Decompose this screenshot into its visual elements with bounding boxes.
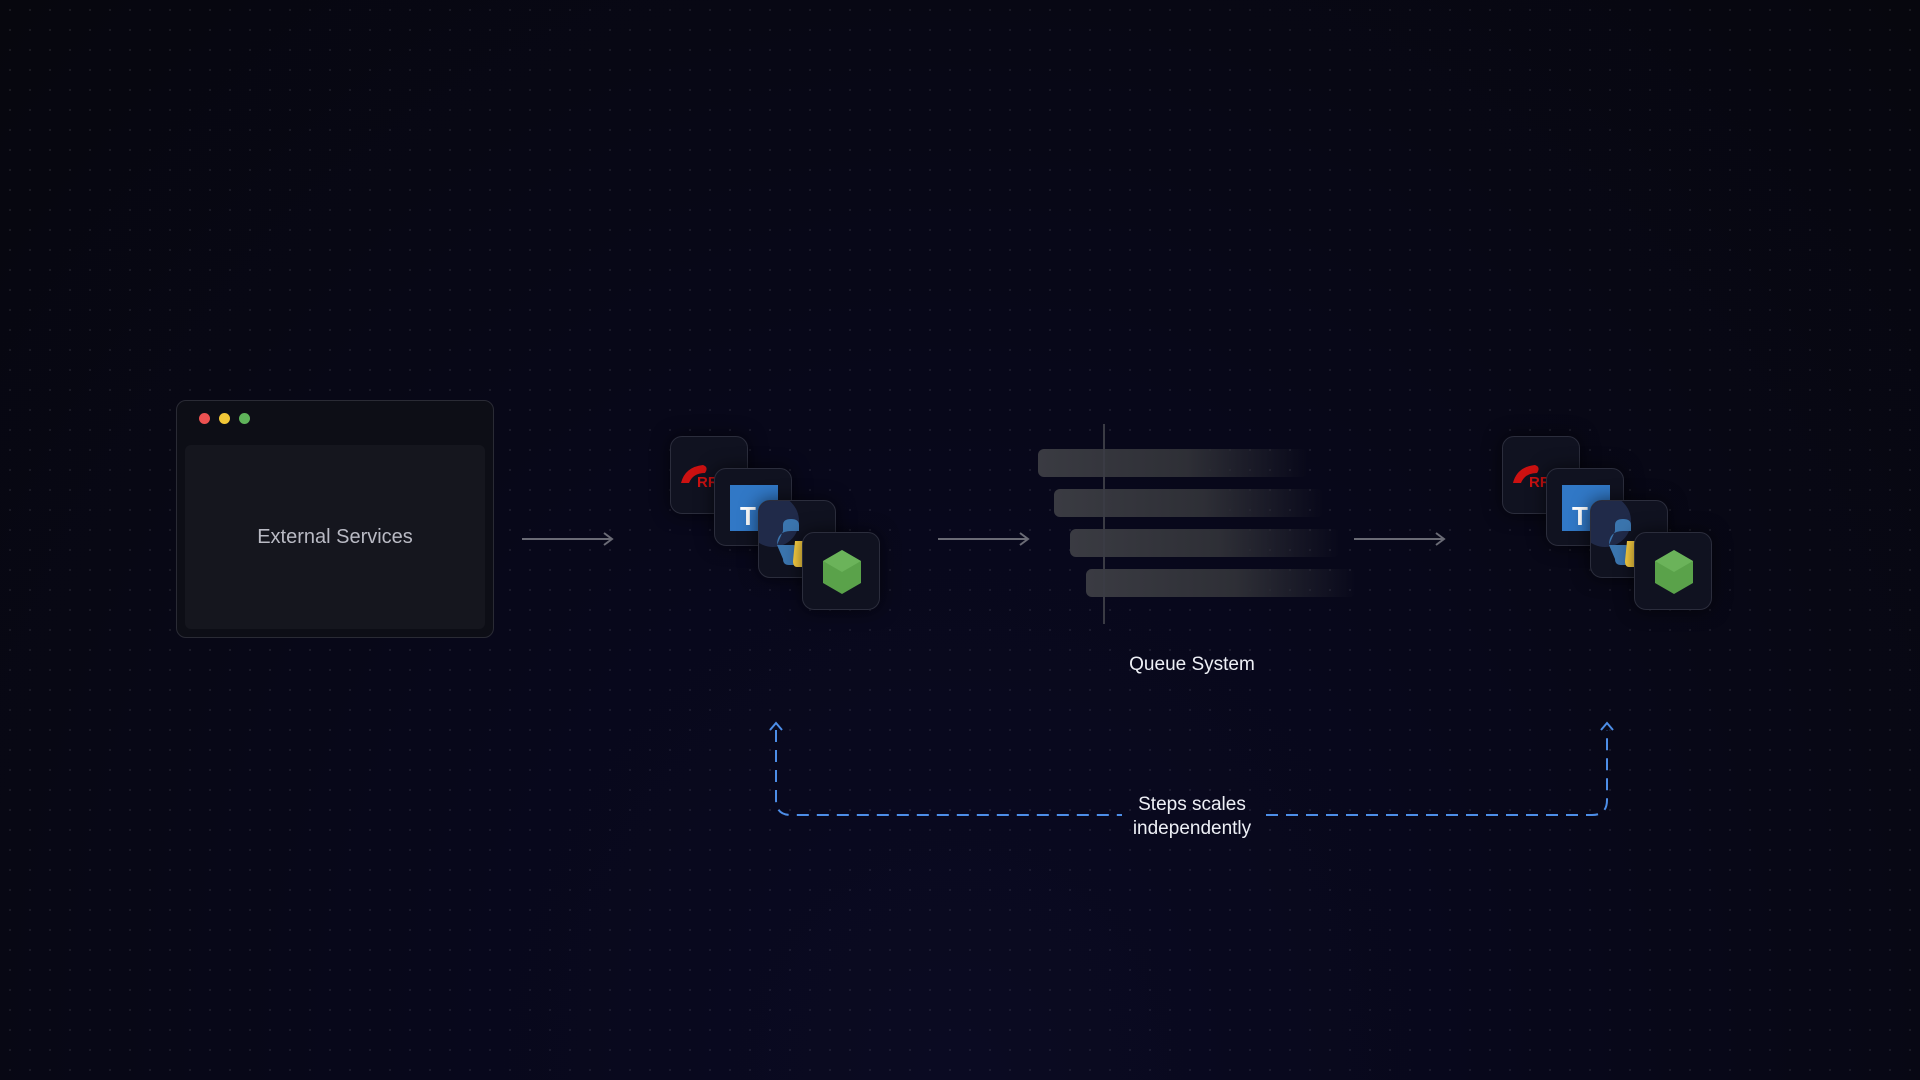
queue-message-3 <box>1070 529 1340 557</box>
external-services-label: External Services <box>257 525 413 548</box>
queue-system-label: Queue System <box>1129 654 1255 675</box>
external-services-panel: External Services <box>185 445 485 629</box>
nodejs-icon <box>1634 532 1712 610</box>
queue-message-1 <box>1038 449 1308 477</box>
svg-text:RR: RR <box>697 474 719 491</box>
scaling-label-line-1: Steps scales <box>1138 794 1246 815</box>
svg-text:T: T <box>740 501 756 531</box>
svg-text:RR: RR <box>1529 474 1551 491</box>
svg-text:T: T <box>1572 501 1588 531</box>
queue-message-2 <box>1054 489 1324 517</box>
scaling-dashed-loop <box>769 721 1614 816</box>
arrow-external-to-workers <box>522 532 614 546</box>
scaling-label: Steps scales independently <box>1072 793 1312 841</box>
window-maximize-dot <box>239 413 250 424</box>
scaling-label-line-2: independently <box>1132 818 1252 839</box>
arrow-queue-to-workers <box>1354 532 1446 546</box>
arrow-workers-to-queue <box>938 532 1030 546</box>
queue-divider-line <box>1103 424 1105 624</box>
window-minimize-dot <box>219 413 230 424</box>
window-close-dot <box>199 413 210 424</box>
nodejs-icon <box>802 532 880 610</box>
external-services-window: External Services <box>176 400 494 638</box>
queue-message-4 <box>1086 569 1356 597</box>
